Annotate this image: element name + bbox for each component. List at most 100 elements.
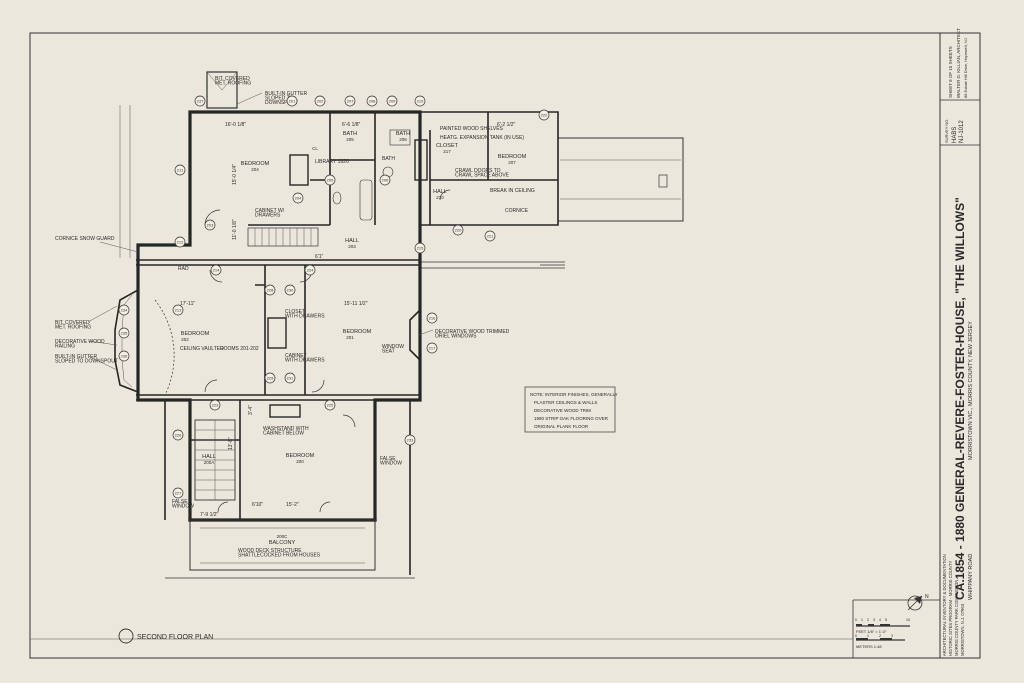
tag-circle-icon xyxy=(118,350,130,362)
dim-6: 17'-11" xyxy=(180,301,195,307)
tag-bubble: 204 xyxy=(292,192,304,204)
tag-bubble: 203 xyxy=(204,219,216,231)
toilet-205 xyxy=(332,191,342,205)
room-labels: BEDROOM 204 BATH 205 BATH 206 BEDROOM 20… xyxy=(181,131,527,546)
tag-label: 201 xyxy=(289,98,296,103)
tag-bubble: 224 xyxy=(304,264,316,276)
room-204-name: BEDROOM xyxy=(241,161,270,167)
tag-bubble: 234 xyxy=(118,304,130,316)
tag-circle-icon xyxy=(174,164,186,176)
dim-12: 3'-4" xyxy=(248,405,254,415)
tag-circle-icon xyxy=(344,95,356,107)
annot-rad: RAD xyxy=(178,266,189,272)
north-arrow-icon xyxy=(914,596,922,604)
tag-bubble: 216 xyxy=(426,312,438,324)
closet-name: CLOSET xyxy=(436,143,459,149)
survey-label: SURVEY NO. xyxy=(944,118,949,143)
sink-206 xyxy=(389,129,411,146)
architect-text: WALTER D. KILLIAN, ARCHITECT xyxy=(956,28,961,98)
tag-label: 203 xyxy=(207,222,214,227)
tag-bubble: 202 xyxy=(314,95,326,107)
tag-label: 222 xyxy=(541,112,548,117)
tag-circle-icon xyxy=(209,399,221,411)
tag-bubble: 217 xyxy=(426,342,438,354)
note-line-3: DECORATIVE WOOD TRIM xyxy=(534,408,591,413)
sheet-label: SHEET 6 OF 15 SHEETS xyxy=(948,46,953,98)
tag-circle-icon xyxy=(324,174,336,186)
dept-line-4: MORRISTOWN, N.J. 07963 xyxy=(960,603,965,656)
feet-scale-label: FEET 1/8" = 1'-0" xyxy=(856,629,887,634)
room-200a-number: 200A xyxy=(204,460,215,465)
room-201-number: 201 xyxy=(346,335,354,340)
tag-circle-icon xyxy=(404,434,416,446)
tag-circle-icon xyxy=(264,372,276,384)
tag-circle-icon xyxy=(172,429,184,441)
tag-label: 236 xyxy=(121,353,128,358)
caption-bubble-icon xyxy=(118,628,134,644)
room-204-number: 204 xyxy=(251,167,259,172)
tag-label: 231 xyxy=(287,375,294,380)
north-label: N xyxy=(925,594,929,600)
feet-tick-0: 0 xyxy=(855,618,857,622)
room-203-name: HALL xyxy=(345,238,359,244)
tag-label: 208 xyxy=(369,98,376,103)
tag-circle-icon xyxy=(284,284,296,296)
tag-bubble: 233 xyxy=(404,434,416,446)
tag-label: 205 xyxy=(327,177,334,182)
room-203-number: 203 xyxy=(348,244,356,249)
annot-break-ceiling: BREAK IN CEILING xyxy=(490,188,535,194)
tag-label: 220 xyxy=(455,227,462,232)
annot-ceiling-vaulted: CEILING VAULTED xyxy=(180,346,224,352)
tag-circle-icon xyxy=(414,242,426,254)
tag-circle-icon xyxy=(284,372,296,384)
feet-tick-2: 2 xyxy=(867,618,869,622)
dept-line-1: ARCHITECTURAL INVENTORY & DOCUMENTATION xyxy=(942,554,947,656)
feet-tick-10: 10 xyxy=(906,618,910,622)
tag-bubble: 227 xyxy=(172,487,184,499)
tag-label: 212 xyxy=(177,239,184,244)
tag-label: 216 xyxy=(429,315,436,320)
north-arrow: N xyxy=(907,594,929,611)
room-205-name: BATH xyxy=(343,131,357,137)
roof-bay xyxy=(206,71,238,109)
tag-circle-icon xyxy=(414,95,426,107)
tag-label: 217 xyxy=(429,345,436,350)
survey-number: NJ-1012 xyxy=(959,120,965,143)
tag-bubble: 215 xyxy=(414,242,426,254)
tag-circle-icon xyxy=(292,192,304,204)
tag-circle-icon xyxy=(324,399,336,411)
title-text: CA.1854 - 1880 GENERAL-REVERE-FOSTER-HOU… xyxy=(953,197,967,600)
feet-tick-4: 4 xyxy=(879,618,881,622)
tag-circle-icon xyxy=(484,230,496,242)
tag-bubble: 206 xyxy=(379,174,391,186)
tag-circle-icon xyxy=(286,95,298,107)
tag-label: 235 xyxy=(121,330,128,335)
dim-7: 15'-11 1/2" xyxy=(344,301,368,307)
tag-label: 204 xyxy=(295,195,302,200)
tag-bubble: 226 xyxy=(172,429,184,441)
graphic-scale: FEET 1/8" = 1'-0" METERS 1:48 xyxy=(856,624,910,649)
tag-bubble: 225 xyxy=(324,399,336,411)
tag-bubble: 201 xyxy=(286,95,298,107)
tag-label: 215 xyxy=(417,245,424,250)
meters-scale-label: METERS 1:48 xyxy=(856,644,882,649)
room-206-number: 206 xyxy=(399,137,407,142)
address-text: MORRISTOWN VIC., MORRIS COUNTY, NEW JERS… xyxy=(968,321,974,460)
tag-label: 237 xyxy=(197,98,204,103)
tag-bubble: 220 xyxy=(452,224,464,236)
annot-expansion-tank: HEATG. EXPANSION TANK (IN USE) xyxy=(440,135,524,141)
architect-address: 88 Estate Hill Drive, Hopewell, NJ xyxy=(963,38,968,98)
tag-circle-icon xyxy=(118,304,130,316)
chimney xyxy=(658,174,668,188)
dept-line-3: MORRIS COUNTY PARK COMMISSION xyxy=(954,580,959,656)
tag-circle-icon xyxy=(118,327,130,339)
